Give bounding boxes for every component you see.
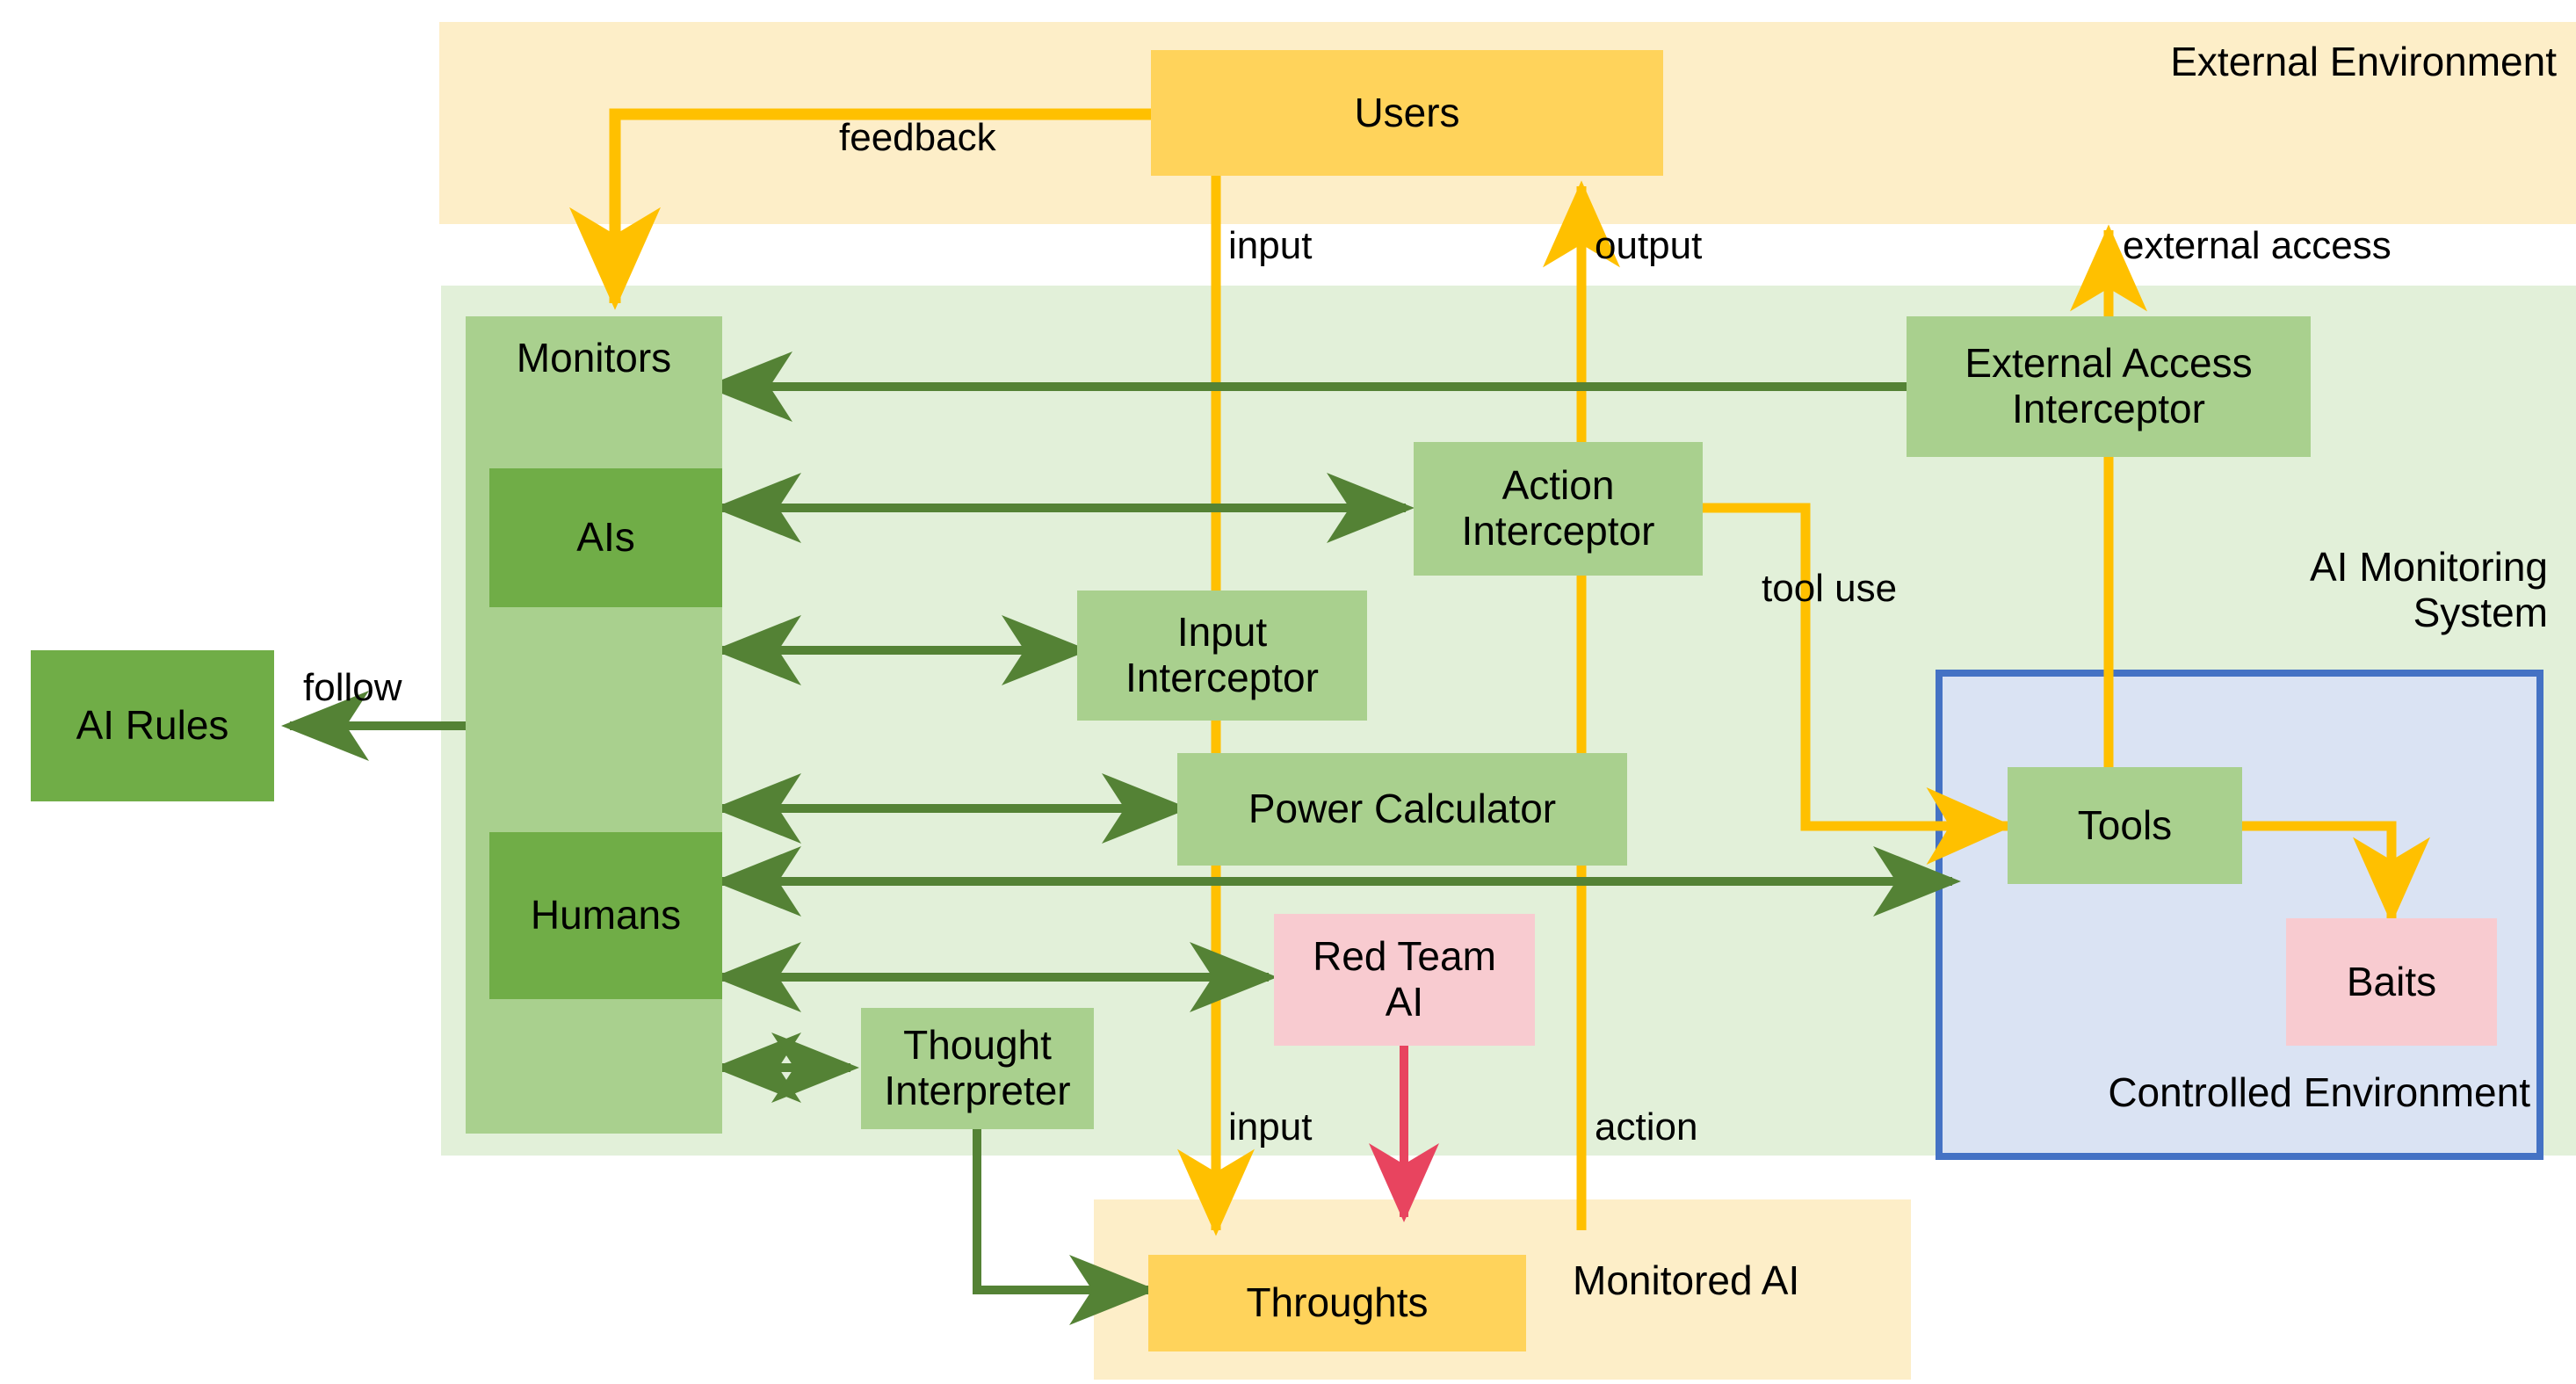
node-monitors-column[interactable]: Monitors <box>466 316 722 1134</box>
edge-label-tool-use: tool use <box>1762 567 1898 610</box>
node-monitors-label: Monitors <box>516 335 672 380</box>
node-action-interceptor[interactable]: Action Interceptor <box>1414 442 1703 576</box>
node-input-interceptor[interactable]: Input Interceptor <box>1077 591 1367 721</box>
node-baits[interactable]: Baits <box>2286 918 2497 1046</box>
node-throughts[interactable]: Throughts <box>1148 1255 1526 1351</box>
node-red-team-ai[interactable]: Red Team AI <box>1274 914 1535 1046</box>
zone-ai-monitoring-system-label: AI Monitoring System <box>2309 544 2548 635</box>
edge-tools-to-baits <box>2242 821 2430 924</box>
edge-label-follow: follow <box>303 666 402 709</box>
zone-monitored-ai-label: Monitored AI <box>1573 1257 1800 1303</box>
node-thought-interpreter[interactable]: Thought Interpreter <box>861 1008 1094 1129</box>
zone-external-environment-label: External Environment <box>2170 39 2557 84</box>
node-humans[interactable]: Humans <box>489 832 722 999</box>
edge-tool-use <box>1703 503 2014 865</box>
node-users[interactable]: Users <box>1151 50 1663 176</box>
edge-label-external-access: external access <box>2123 224 2391 267</box>
edge-thought-interpreter-to-throughts <box>973 1129 1157 1325</box>
edge-label-input-top: input <box>1228 224 1313 267</box>
edge-label-input-bottom: input <box>1228 1105 1313 1149</box>
edge-label-output: output <box>1595 224 1703 267</box>
node-ai-rules[interactable]: AI Rules <box>31 650 274 801</box>
edge-feedback <box>569 108 1151 310</box>
node-tools[interactable]: Tools <box>2008 767 2242 884</box>
node-external-access-interceptor[interactable]: External Access Interceptor <box>1907 316 2311 457</box>
node-power-calculator[interactable]: Power Calculator <box>1177 753 1627 866</box>
edge-label-action: action <box>1595 1105 1698 1149</box>
edge-label-feedback: feedback <box>839 116 996 159</box>
zone-controlled-environment-label: Controlled Environment <box>2108 1069 2530 1115</box>
zone-controlled-environment <box>1936 670 2543 1160</box>
node-ais[interactable]: AIs <box>489 468 722 607</box>
